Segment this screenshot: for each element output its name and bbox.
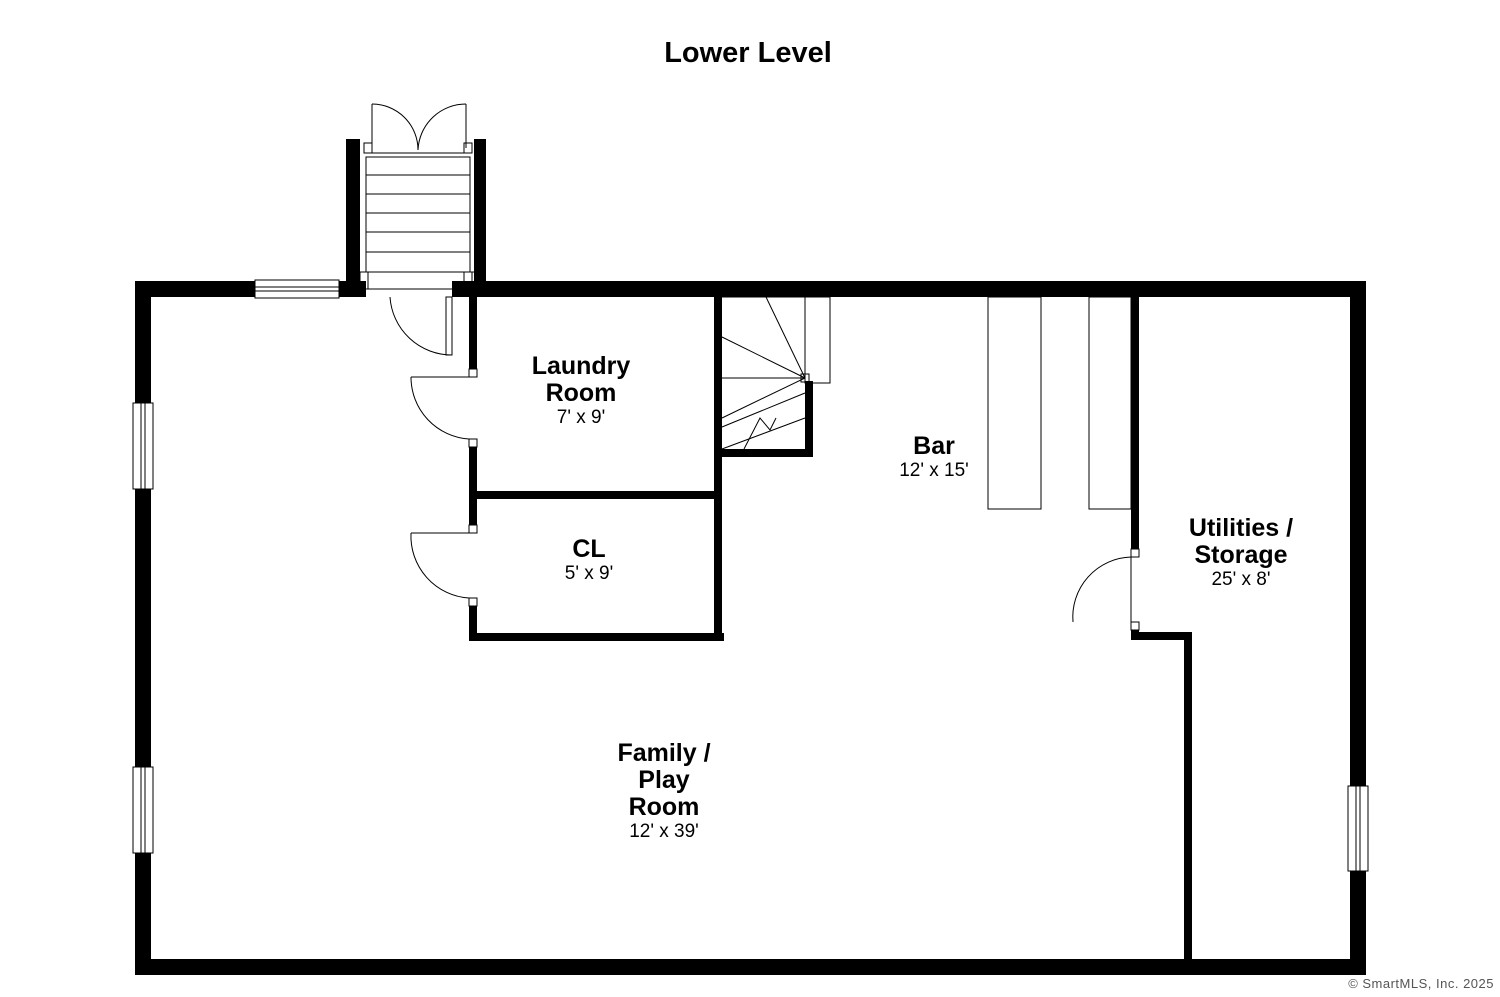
room-dimensions: 12' x 15'	[899, 460, 969, 481]
interior-stairs	[721, 296, 831, 450]
copyright-credit: © SmartMLS, Inc. 2025	[1348, 976, 1494, 991]
entry-stairs	[359, 156, 474, 290]
exterior-walls	[135, 281, 1366, 975]
room-name-line: Storage	[1194, 541, 1288, 569]
door-entry	[389, 296, 453, 356]
room-name-line: Room	[628, 793, 700, 821]
room-dimensions: 7' x 9'	[556, 407, 606, 428]
door-closet	[410, 524, 478, 607]
door-laundry	[410, 368, 478, 448]
doors	[389, 296, 1140, 631]
room-label-laundry: Laundry Room 7' x 9'	[532, 353, 631, 429]
page-title: Lower Level	[664, 37, 832, 69]
room-name-line: Family /	[617, 739, 711, 767]
interior-walls	[469, 297, 1192, 962]
room-name-line: CL	[572, 535, 606, 563]
room-label-utilities: Utilities / Storage 25' x 8'	[1189, 515, 1293, 591]
windows	[132, 279, 1369, 872]
bulkhead-door	[363, 103, 473, 158]
room-label-closet: CL 5' x 9'	[565, 536, 613, 585]
room-label-family: Family / Play Room 12' x 39'	[617, 740, 710, 843]
room-dimensions: 5' x 9'	[564, 563, 614, 584]
room-name-line: Bar	[913, 432, 955, 460]
bar-counters	[987, 296, 1132, 510]
door-utilities	[1072, 548, 1140, 631]
room-name-line: Utilities /	[1188, 514, 1294, 542]
window-left-upper	[132, 402, 154, 490]
window-left-lower	[132, 766, 154, 854]
entry-stair-walls	[346, 139, 486, 297]
room-name-line: Play	[638, 766, 690, 794]
room-name-line: Room	[545, 379, 617, 407]
window-right	[1347, 785, 1369, 872]
room-label-bar: Bar 12' x 15'	[899, 433, 969, 482]
room-name-line: Laundry	[531, 352, 631, 380]
room-dimensions: 12' x 39'	[629, 821, 699, 842]
room-dimensions: 25' x 8'	[1211, 569, 1271, 590]
window-top	[254, 279, 340, 299]
